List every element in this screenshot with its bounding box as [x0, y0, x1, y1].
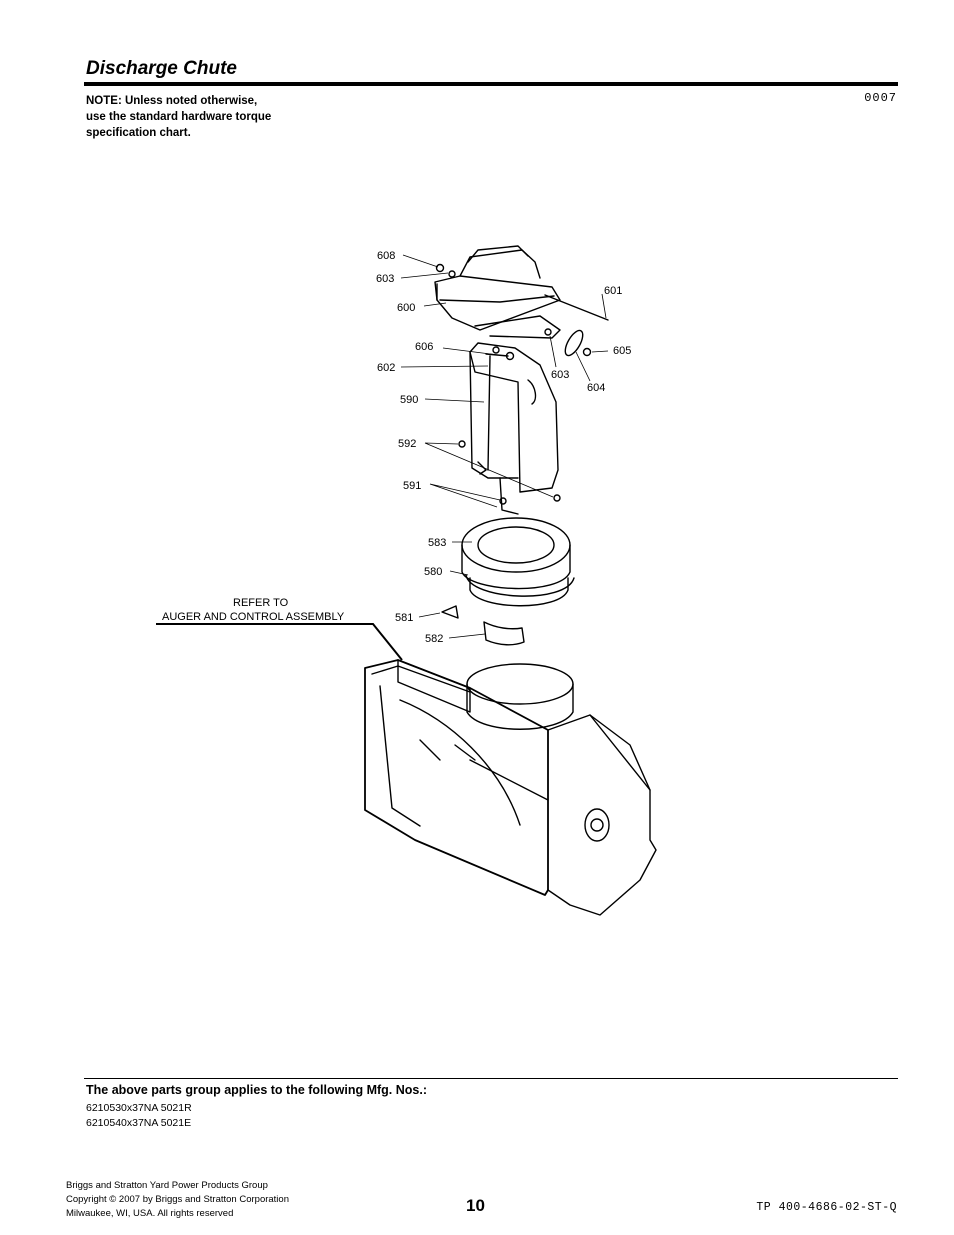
callout-592: 592: [398, 438, 416, 450]
screw-part: [441, 605, 459, 619]
note-line: NOTE: Unless noted otherwise,: [86, 95, 258, 107]
callout-603: 603: [376, 273, 394, 285]
callout-590: 590: [400, 394, 418, 406]
figure-code: 0007: [864, 91, 897, 105]
upper-chute-part: [469, 342, 559, 493]
auger-housing-part: [364, 659, 657, 916]
callout-583: 583: [428, 537, 446, 549]
callout-582: 582: [425, 633, 443, 645]
callout-600: 600: [397, 302, 415, 314]
page-title: Discharge Chute: [86, 58, 237, 79]
note-line: specification chart.: [86, 127, 191, 139]
washer-part: [448, 270, 456, 278]
copyright-line: Copyright © 2007 by Briggs and Stratton …: [66, 1194, 289, 1205]
rod-part: [544, 294, 609, 321]
callout-604: 604: [587, 382, 605, 394]
callout-602: 602: [377, 362, 395, 374]
copyright-block: Briggs and Stratton Yard Power Products …: [66, 1179, 289, 1221]
callout-608: 608: [377, 250, 395, 262]
nut-part: [435, 263, 445, 273]
chute-deflector-part: [434, 245, 561, 339]
reference-leader: [156, 623, 403, 661]
page-number: 10: [466, 1196, 485, 1215]
applies-rule: [84, 1078, 898, 1079]
chute-flange-part: [465, 574, 575, 607]
mfg-number: 6210540x37NA 5021E: [86, 1117, 192, 1129]
reference-label: REFER TO: [233, 597, 289, 609]
chute-ring-part: [461, 517, 571, 590]
callout-603b: 603: [551, 369, 569, 381]
title-rule: [84, 82, 898, 86]
applies-heading: The above parts group applies to the fol…: [86, 1083, 427, 1097]
callout-601: 601: [604, 285, 622, 297]
nut-part: [553, 494, 561, 502]
callout-591: 591: [403, 480, 421, 492]
bolt-part: [499, 497, 507, 505]
callout-605: 605: [613, 345, 631, 357]
copyright-line: Milwaukee, WI, USA. All rights reserved: [66, 1208, 234, 1219]
shield-part: [483, 621, 525, 646]
torque-note: NOTE: Unless noted otherwise, use the st…: [86, 93, 316, 141]
document-code: TP 400-4686-02-ST-Q: [756, 1201, 897, 1214]
leader-lines: [400, 254, 609, 639]
callout-606: 606: [415, 341, 433, 353]
reference-label: AUGER AND CONTROL ASSEMBLY: [162, 611, 345, 623]
callout-581: 581: [395, 612, 413, 624]
chute-bracket: [499, 477, 519, 515]
copyright-line: Briggs and Stratton Yard Power Products …: [66, 1180, 268, 1191]
callout-580: 580: [424, 566, 442, 578]
adjuster-knob-part: [544, 328, 592, 357]
bolt-part: [458, 440, 466, 448]
mfg-number: 6210530x37NA 5021R: [86, 1102, 192, 1114]
note-line: use the standard hardware torque: [86, 111, 272, 123]
